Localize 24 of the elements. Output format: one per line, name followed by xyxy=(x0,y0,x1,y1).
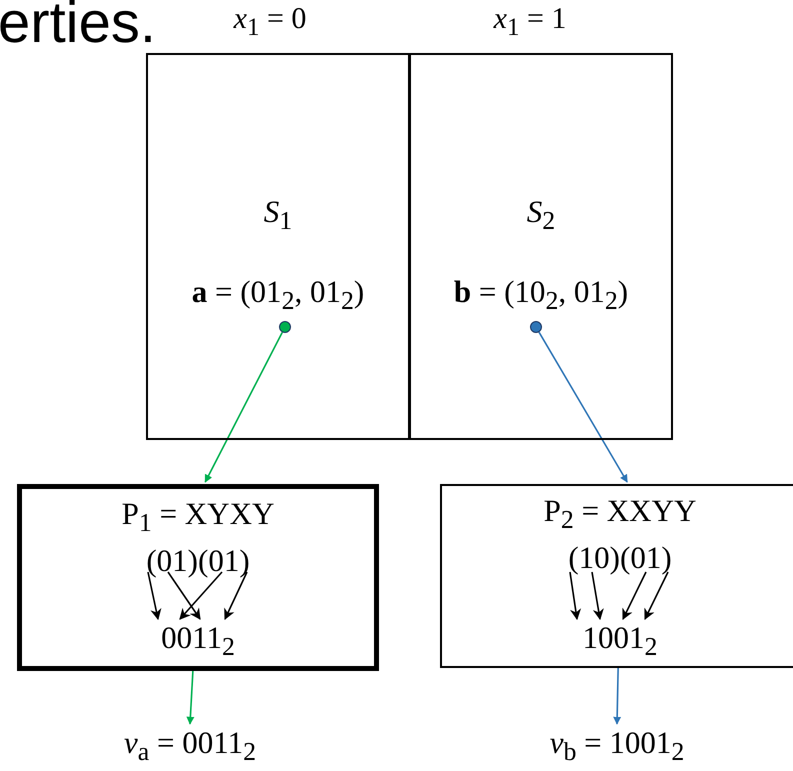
box-text: P$_{1}$ = XYXY xyxy=(120,497,276,538)
box-text: (10)(01) xyxy=(567,541,673,576)
region-box xyxy=(146,53,410,440)
box-text: 0011$_{2}$ xyxy=(160,621,236,662)
axis-value-label: x$_{1}$ = 0 xyxy=(232,2,308,42)
permutation-box xyxy=(17,484,379,671)
box-text: a = (01$_{2}$, 01$_{2}$) xyxy=(190,275,366,316)
permutation-box xyxy=(440,484,793,668)
box-text: b = (10$_{2}$, 01$_{2}$) xyxy=(452,275,630,316)
point-dot xyxy=(530,321,542,333)
arrow xyxy=(613,668,622,725)
box-text: (01)(01) xyxy=(145,544,251,578)
box-text: 1001$_{2}$ xyxy=(582,621,658,662)
output-value: v$_{b}$ = 1001$_{2}$ xyxy=(548,726,686,767)
box-text: P$_{2}$ = XXYY xyxy=(542,494,698,535)
region-box xyxy=(409,53,673,440)
box-text: S$_{2}$ xyxy=(526,195,556,236)
arrow xyxy=(538,332,628,483)
arrow xyxy=(204,332,283,483)
arrow xyxy=(186,670,194,725)
axis-value-label: x$_{1}$ = 1 xyxy=(492,2,568,42)
point-dot xyxy=(279,321,291,333)
box-text: S$_{1}$ xyxy=(262,195,294,236)
output-value: v$_{a}$ = 0011$_{2}$ xyxy=(123,726,257,767)
